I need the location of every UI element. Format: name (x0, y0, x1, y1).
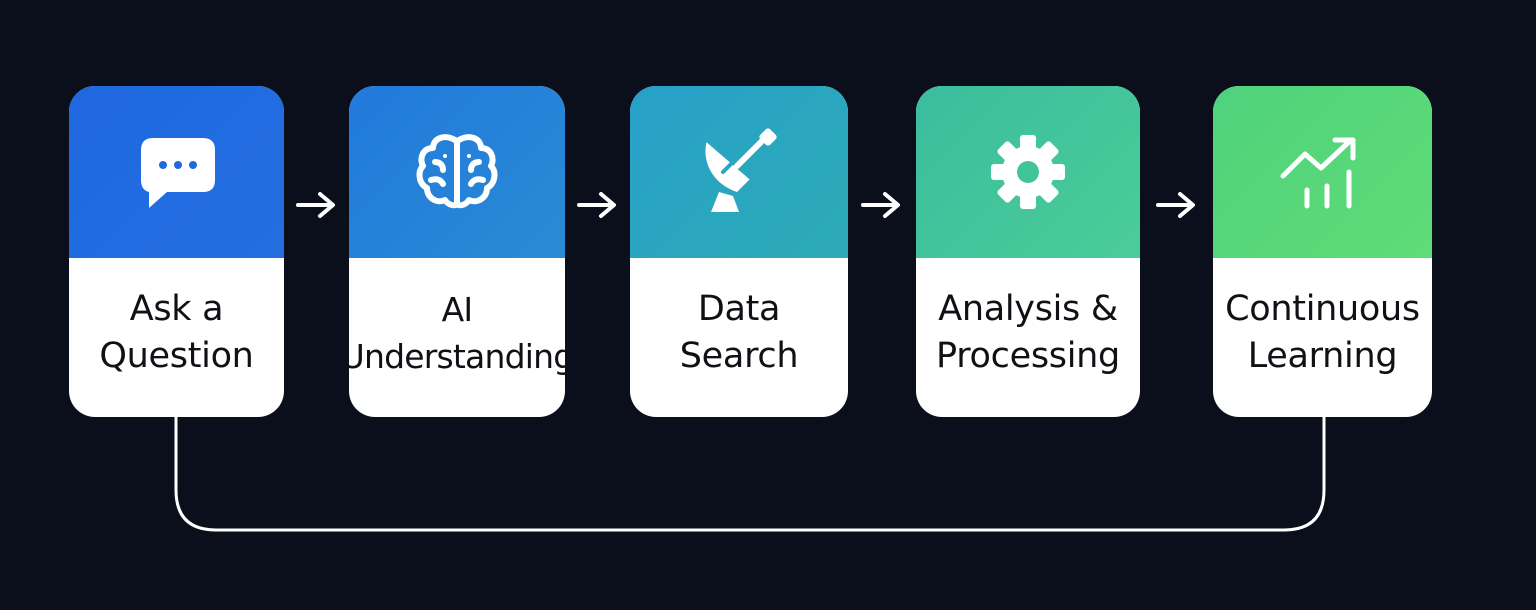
arrow-right-icon (296, 192, 335, 218)
step-label: Data Search (630, 258, 848, 417)
step-label-line: Search (679, 335, 799, 376)
step-card-ask-question: Ask a Question (69, 86, 284, 417)
step-label-line: Learning (1247, 335, 1398, 376)
step-icon-panel (1213, 86, 1432, 258)
satellite-dish-icon (693, 126, 785, 218)
brain-icon (411, 126, 503, 218)
step-card-data-search: Data Search (630, 86, 848, 417)
gear-icon (987, 131, 1069, 213)
step-label-line: Understanding (349, 336, 565, 376)
step-label-line: Processing (936, 335, 1120, 376)
step-label-line: Question (99, 335, 254, 376)
step-label: Analysis & Processing (916, 258, 1140, 417)
growth-chart-icon (1277, 132, 1369, 212)
arrow-right-icon (577, 192, 616, 218)
step-card-ai-understanding: AI Understanding (349, 86, 565, 417)
step-icon-panel (349, 86, 565, 258)
speech-bubble-icon (133, 128, 221, 216)
step-label: Continuous Learning (1213, 258, 1432, 417)
step-icon-panel (916, 86, 1140, 258)
step-card-continuous-learning: Continuous Learning (1213, 86, 1432, 417)
step-label-line: AI (441, 289, 474, 329)
step-icon-panel (69, 86, 284, 258)
arrow-right-icon (1156, 192, 1195, 218)
step-label-line: Continuous (1225, 288, 1420, 329)
arrow-right-icon (861, 192, 900, 218)
step-label-line: Ask a (129, 288, 224, 329)
step-label-line: Analysis & (938, 288, 1118, 329)
step-label-line: Data (697, 288, 781, 329)
step-label: Ask a Question (69, 258, 284, 417)
step-icon-panel (630, 86, 848, 258)
step-card-analysis-processing: Analysis & Processing (916, 86, 1140, 417)
step-label: AI Understanding (349, 258, 565, 417)
